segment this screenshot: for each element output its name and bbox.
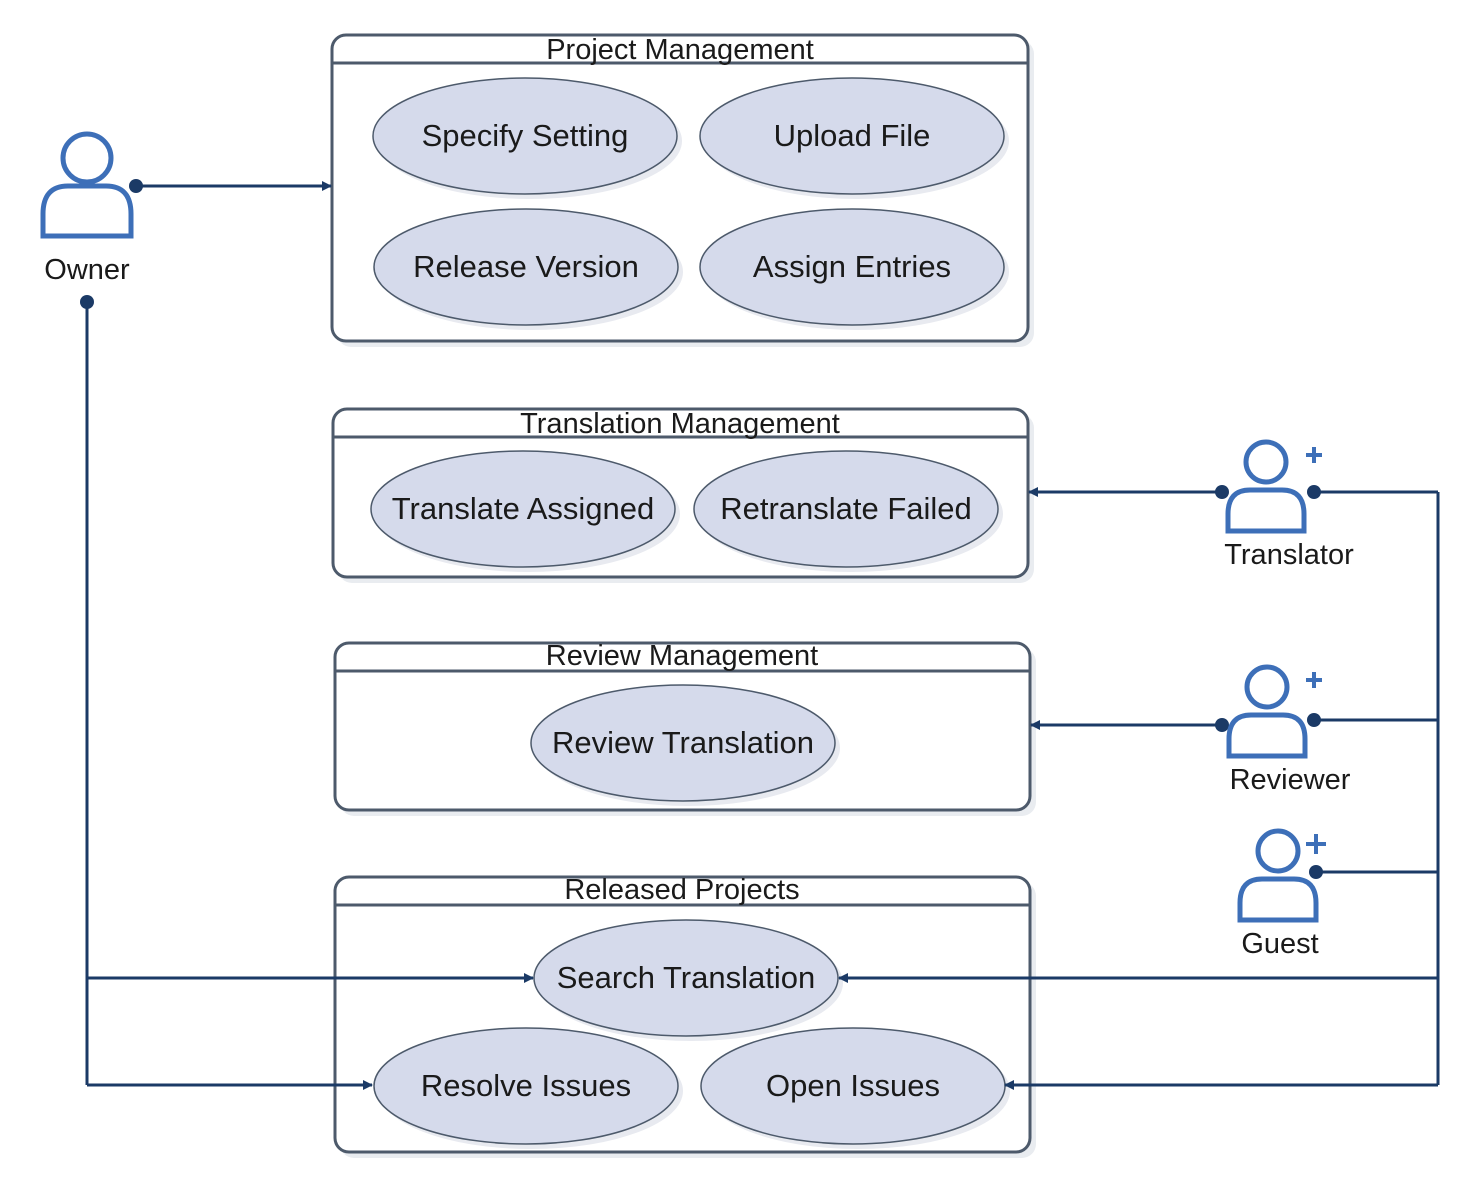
actor-owner[interactable]: Owner — [40, 131, 134, 286]
connectors — [80, 179, 1440, 1090]
usecase-label: Resolve Issues — [421, 1068, 631, 1103]
user-add-icon — [1237, 828, 1326, 923]
user-icon — [40, 131, 134, 239]
package-translation-management: Translation Management Translate Assigne… — [331, 407, 1034, 583]
actor-label: Owner — [44, 254, 130, 286]
usecase-resolve-issues[interactable]: Resolve Issues — [373, 1027, 683, 1149]
connector-dot — [129, 179, 143, 193]
package-title: Project Management — [546, 34, 814, 66]
usecase-retranslate-failed[interactable]: Retranslate Failed — [693, 450, 1003, 572]
usecase-label: Release Version — [413, 249, 639, 284]
user-add-icon — [1226, 664, 1322, 759]
connector-dot — [1307, 713, 1321, 727]
usecase-search-translation[interactable]: Search Translation — [533, 919, 843, 1041]
usecase-specify-setting[interactable]: Specify Setting — [372, 77, 682, 199]
actor-label: Guest — [1241, 928, 1318, 960]
usecase-label: Review Translation — [552, 725, 814, 760]
usecase-label: Upload File — [774, 118, 931, 153]
usecase-assign-entries[interactable]: Assign Entries — [699, 208, 1009, 330]
actor-translator[interactable]: Translator — [1224, 439, 1354, 571]
connector-dot — [1215, 718, 1229, 732]
actor-label: Translator — [1224, 539, 1354, 571]
usecase-label: Assign Entries — [753, 249, 951, 284]
package-title: Review Management — [546, 640, 818, 672]
user-add-icon — [1225, 439, 1322, 534]
connector-dot — [1215, 485, 1229, 499]
usecase-release-version[interactable]: Release Version — [373, 208, 683, 330]
usecase-label: Search Translation — [557, 960, 815, 995]
connector-dot — [1307, 485, 1321, 499]
actor-guest[interactable]: Guest — [1237, 828, 1326, 960]
usecase-open-issues[interactable]: Open Issues — [700, 1027, 1010, 1149]
package-project-management: Project Management Specify Setting Uploa… — [330, 33, 1034, 347]
usecase-translate-assigned[interactable]: Translate Assigned — [370, 450, 680, 572]
actor-reviewer[interactable]: Reviewer — [1226, 664, 1351, 796]
usecase-label: Specify Setting — [422, 118, 629, 153]
usecase-label: Open Issues — [766, 1068, 940, 1103]
package-review-management: Review Management Review Translation — [333, 640, 1036, 816]
usecase-review-translation[interactable]: Review Translation — [530, 684, 840, 806]
package-title: Translation Management — [520, 408, 840, 440]
usecase-label: Translate Assigned — [392, 491, 655, 526]
actor-label: Reviewer — [1230, 764, 1351, 796]
usecase-label: Retranslate Failed — [720, 491, 972, 526]
connector-dot — [1309, 865, 1323, 879]
package-title: Released Projects — [564, 874, 799, 906]
package-released-projects: Released Projects Search Translation Res… — [333, 874, 1036, 1158]
usecase-upload-file[interactable]: Upload File — [699, 77, 1009, 199]
connector-dot — [80, 295, 94, 309]
